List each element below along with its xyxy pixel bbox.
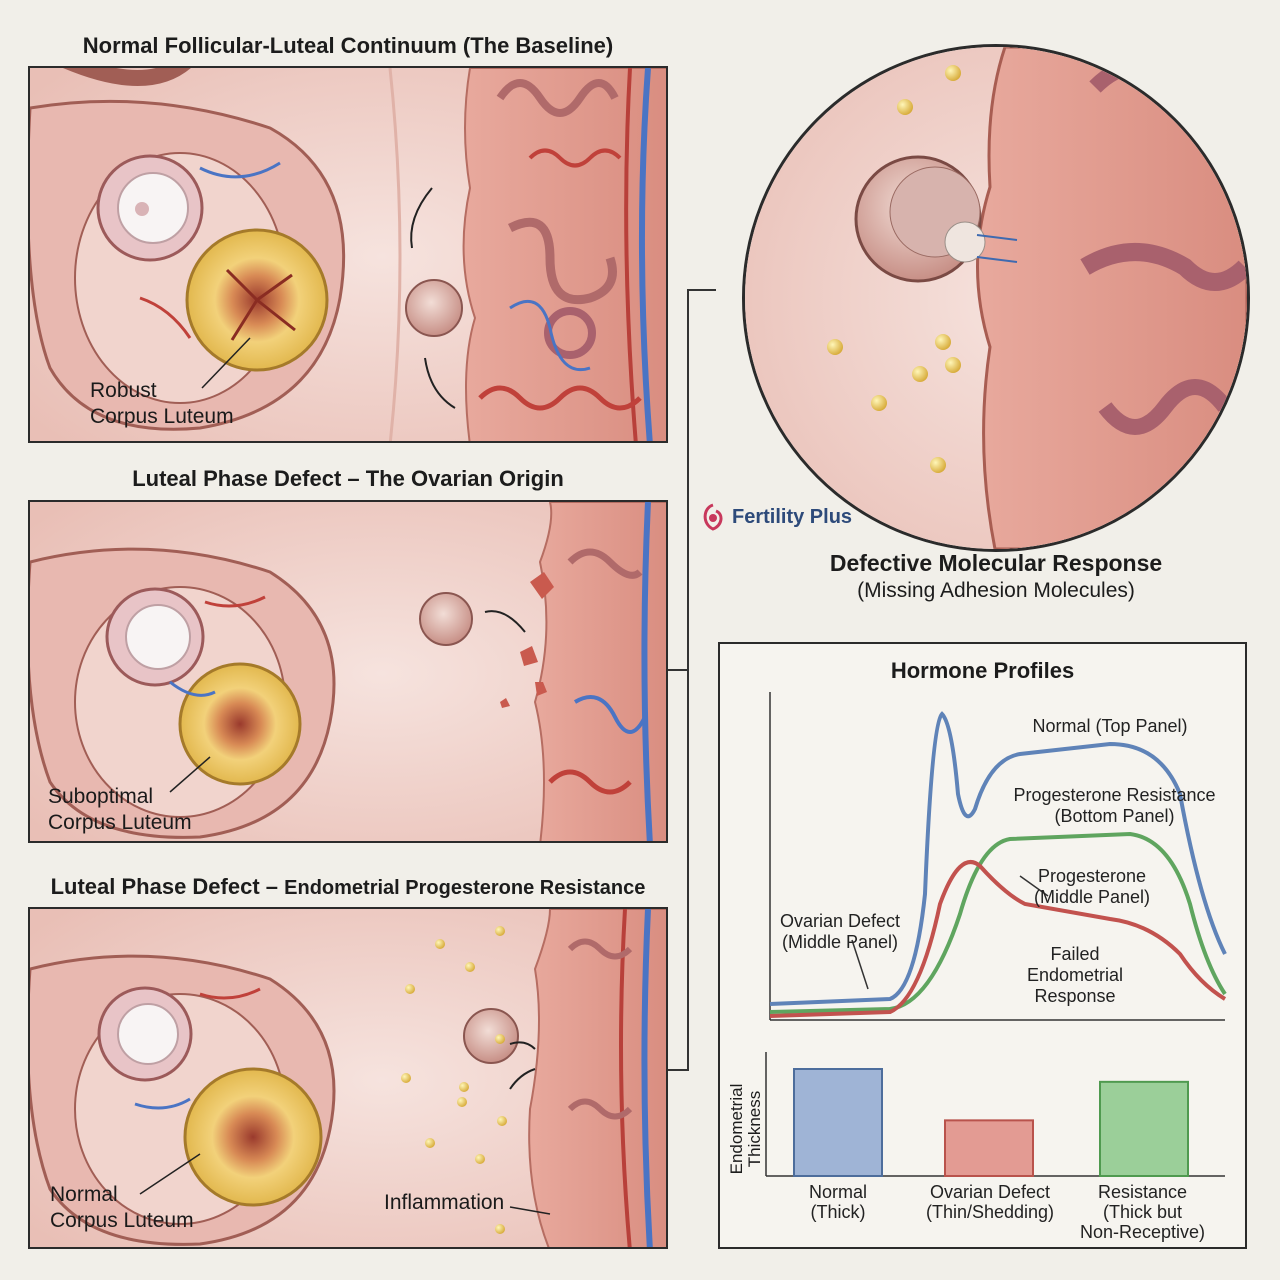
logo-icon xyxy=(703,503,723,531)
chart-title: Hormone Profiles xyxy=(890,658,1075,683)
top-panel xyxy=(28,66,668,443)
series-normal-line xyxy=(769,711,1227,1006)
label-ovarian-line2: (Middle Panel) xyxy=(781,932,899,952)
bottom-panel-illustration xyxy=(30,909,666,1247)
bar-label-resistance-line1: Resistance xyxy=(1097,1182,1188,1202)
bar-1 xyxy=(944,1119,1034,1177)
zoom-title: Defective Molecular Response xyxy=(829,550,1163,576)
bottom-panel-title-part2: Endometrial Progesterone Resistance xyxy=(284,877,646,899)
bar-0 xyxy=(793,1068,883,1177)
bottom-callout: Normal Corpus Luteum xyxy=(50,1182,194,1234)
middle-panel-illustration xyxy=(30,502,666,841)
failed-leader xyxy=(1019,875,1049,897)
label-resistance: Progesterone Resistance (Bottom Panel) xyxy=(1002,785,1227,827)
label-progesterone-line1: Progesterone xyxy=(1037,866,1147,886)
top-callout-line2: Corpus Luteum xyxy=(90,405,234,428)
hormone-chart-box: Hormone Profiles Normal (Top Panel) Prog… xyxy=(718,642,1247,1249)
bottom-callout-line1: Normal xyxy=(50,1183,118,1206)
middle-callout-line2: Corpus Luteum xyxy=(48,811,192,834)
label-ovarian: Ovarian Defect (Middle Panel) xyxy=(775,911,905,953)
ovarian-leader xyxy=(851,939,869,990)
bar-label-resistance: Resistance (Thick but Non-Receptive) xyxy=(1070,1182,1215,1242)
bottom-panel xyxy=(28,907,668,1249)
top-panel-illustration xyxy=(30,68,666,441)
fertility-plus-logo: Fertility Plus xyxy=(700,502,852,532)
label-failed-line1: Failed xyxy=(1050,944,1100,964)
middle-callout: Suboptimal Corpus Luteum xyxy=(48,784,192,836)
thickness-bar-chart xyxy=(765,1052,1225,1178)
zoom-subtitle: (Missing Adhesion Molecules) xyxy=(857,579,1135,602)
panel-connector-bracket xyxy=(668,289,716,1071)
bar-label-normal-line2: (Thick) xyxy=(810,1202,866,1222)
label-failed-line2: Endometrial xyxy=(1026,965,1124,985)
label-ovarian-line1: Ovarian Defect xyxy=(779,911,901,931)
hormone-line-chart xyxy=(769,692,1227,1021)
bottom-panel-title: Luteal Phase Defect – Endometrial Proges… xyxy=(28,874,668,900)
top-callout: Robust Corpus Luteum xyxy=(90,378,234,430)
bar-label-resistance-line2: (Thick but xyxy=(1102,1202,1183,1222)
series-ovarian-line xyxy=(769,860,1227,1018)
zoom-circle xyxy=(742,44,1250,552)
bar-label-resistance-line3: Non-Receptive) xyxy=(1079,1222,1206,1242)
bar-2 xyxy=(1099,1080,1189,1178)
label-resistance-line1: Progesterone Resistance xyxy=(1013,785,1216,805)
label-failed: Failed Endometrial Response xyxy=(1020,944,1130,1007)
bottom-callout-line2: Corpus Luteum xyxy=(50,1209,194,1232)
zoom-illustration xyxy=(745,47,1247,549)
bar-label-ovarian: Ovarian Defect (Thin/Shedding) xyxy=(920,1182,1060,1222)
label-failed-line3: Response xyxy=(1034,986,1116,1006)
label-progesterone-line2: (Middle Panel) xyxy=(1033,887,1151,907)
bar-label-ovarian-line2: (Thin/Shedding) xyxy=(925,1202,1055,1222)
bar-label-ovarian-line1: Ovarian Defect xyxy=(929,1182,1051,1202)
label-normal: Normal (Top Panel) xyxy=(1032,716,1188,736)
label-progesterone: Progesterone (Middle Panel) xyxy=(1022,866,1162,908)
logo-text: Fertility Plus xyxy=(732,505,853,528)
middle-callout-line1: Suboptimal xyxy=(48,785,154,808)
bottom-panel-title-part1: Luteal Phase Defect – xyxy=(50,874,279,899)
middle-panel-title: Luteal Phase Defect – The Ovarian Origin xyxy=(132,466,564,491)
label-resistance-line2: (Bottom Panel) xyxy=(1054,806,1175,826)
bar-label-normal-line1: Normal xyxy=(808,1182,867,1202)
middle-panel xyxy=(28,500,668,843)
inflammation-label: Inflammation xyxy=(384,1191,505,1214)
top-panel-title: Normal Follicular-Luteal Continuum (The … xyxy=(82,33,614,58)
series-resistance-line xyxy=(769,831,1227,1014)
bar-label-normal: Normal (Thick) xyxy=(778,1182,898,1222)
top-callout-line1: Robust xyxy=(90,379,157,402)
